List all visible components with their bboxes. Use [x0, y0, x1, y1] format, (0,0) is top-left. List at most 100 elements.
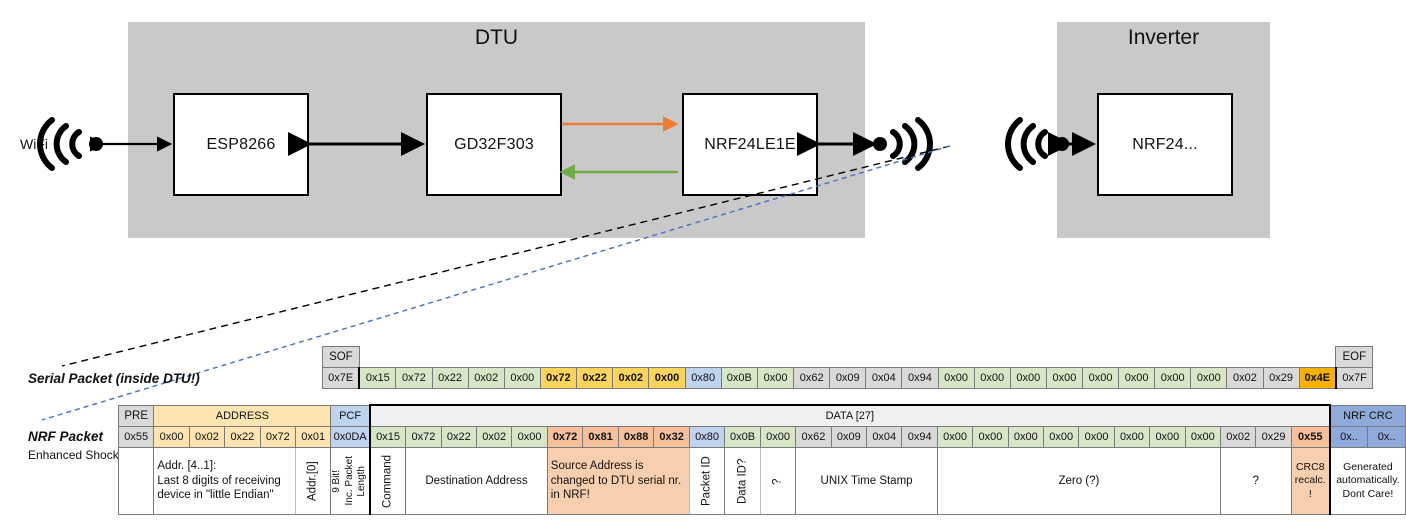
serial-sof-header: SOF [322, 346, 360, 368]
serial-byte-12: 0x62 [793, 367, 831, 389]
nrf-crc-header: NRF CRC [1329, 404, 1406, 427]
anno-unknown-1: ? [760, 447, 796, 515]
serial-header-gap [359, 346, 1336, 368]
serial-byte-3: 0x02 [467, 367, 505, 389]
anno-address-line3: device in "little Endian" [157, 489, 274, 502]
anno-pcf-line1: 9 Bit! [331, 469, 343, 493]
anno-unix-time-stamp: UNIX Time Stamp [795, 447, 938, 515]
wifi-label: WiFi [20, 136, 48, 152]
anno-source-address: Source Address is changed to DTU serial … [546, 447, 690, 515]
serial-byte-1: 0x72 [395, 367, 433, 389]
serial-byte-13: 0x09 [829, 367, 867, 389]
nrf-byte-1: 0x72 [405, 426, 442, 448]
serial-byte-10: 0x0B [720, 367, 758, 389]
anno-unknown-2: ? [1219, 447, 1292, 515]
nrf-byte-8: 0x32 [653, 426, 690, 448]
nrf-byte-2: 0x22 [440, 426, 478, 448]
serial-byte-23: 0x00 [1190, 367, 1228, 389]
anno-pcf-line2: Inc. Packet [343, 456, 355, 506]
serial-byte-25: 0x29 [1262, 367, 1300, 389]
nrf-data-header: DATA [27] [368, 404, 1331, 427]
block-diagram: DTU Inverter WiFi ESP8266 GD32F303 NRF24… [20, 22, 1270, 238]
chip-nrf24-label: NRF24... [1132, 135, 1198, 153]
serial-byte-19: 0x00 [1045, 367, 1083, 389]
serial-byte-5: 0x72 [539, 367, 578, 389]
nrf-byte-10: 0x0B [724, 426, 761, 448]
anno-crc8-line3: ! [1308, 487, 1312, 500]
serial-byte-11: 0x00 [756, 367, 795, 389]
serial-eof-value: 0x7F [1335, 367, 1374, 389]
serial-byte-14: 0x04 [865, 367, 903, 389]
serial-sof-value: 0x7E [322, 367, 360, 389]
chip-gd32f303: GD32F303 [426, 93, 562, 196]
nrf-byte-9: 0x80 [688, 426, 726, 448]
nrf-byte-18: 0x00 [1007, 426, 1045, 448]
serial-eof-header: EOF [1335, 346, 1374, 368]
nrf-byte-17: 0x00 [972, 426, 1009, 448]
anno-data-id: Data ID? [724, 447, 761, 515]
nrf-byte-20: 0x00 [1078, 426, 1115, 448]
nrf-address-byte-0: 0x00 [153, 426, 190, 448]
anno-pcf-line3: Length [356, 465, 368, 497]
nrf-byte-7: 0x88 [617, 426, 655, 448]
nrf-byte-21: 0x00 [1113, 426, 1151, 448]
nrf-byte-23: 0x00 [1184, 426, 1221, 448]
nrf-byte-15: 0x94 [901, 426, 938, 448]
chip-esp8266-label: ESP8266 [206, 135, 276, 153]
serial-byte-7: 0x02 [612, 367, 650, 389]
nrf-crc-byte-1: 0x.. [1367, 426, 1406, 448]
nrf-crc-byte-0: 0x.. [1329, 426, 1369, 448]
serial-byte-2: 0x22 [431, 367, 469, 389]
anno-address-line2: Last 8 digits of receiving [157, 474, 281, 487]
nrf-byte-3: 0x02 [476, 426, 513, 448]
nrf-pre-header: PRE [117, 404, 155, 427]
nrf-byte-22: 0x00 [1149, 426, 1186, 448]
anno-addr0: Addr.[0] [295, 447, 331, 515]
anno-nrf-crc-line2: automatically. [1336, 474, 1400, 487]
nrf-byte-19: 0x00 [1042, 426, 1080, 448]
nrf-packet-label: NRF Packet [28, 429, 104, 444]
nrf-byte-26: 0x55 [1290, 426, 1331, 448]
anno-command: Command [369, 447, 406, 515]
inverter-title: Inverter [1127, 26, 1200, 49]
anno-packet-id: Packet ID [689, 447, 725, 515]
enhanced-shockburst-label: Enhanced Shockburst [28, 448, 146, 462]
nrf-byte-4: 0x00 [511, 426, 548, 448]
serial-byte-15: 0x94 [901, 367, 939, 389]
anno-zero: Zero (?) [936, 447, 1221, 515]
nrf-byte-16: 0x00 [936, 426, 974, 448]
chip-gd32f303-label: GD32F303 [454, 135, 534, 153]
chip-nrf24le1e: NRF24LE1E [682, 93, 818, 196]
serial-byte-22: 0x00 [1154, 367, 1192, 389]
serial-byte-0: 0x15 [358, 367, 397, 389]
serial-header-pad [1372, 346, 1406, 368]
nrf-address-byte-2: 0x22 [224, 426, 261, 448]
serial-value-pad [1372, 367, 1406, 389]
serial-byte-20: 0x00 [1081, 367, 1120, 389]
serial-byte-17: 0x00 [973, 367, 1011, 389]
anno-destination-address: Destination Address [405, 447, 548, 515]
serial-byte-24: 0x02 [1226, 367, 1264, 389]
serial-byte-18: 0x00 [1009, 367, 1047, 389]
nrf-byte-0: 0x15 [368, 426, 407, 448]
serial-header-row: SOF EOF [322, 346, 1406, 368]
serial-byte-6: 0x22 [576, 367, 614, 389]
nrf-address-byte-3: 0x72 [259, 426, 296, 448]
serial-byte-21: 0x00 [1118, 367, 1156, 389]
anno-crc8-line1: CRC8 [1295, 461, 1325, 474]
serial-byte-26: 0x4E [1298, 367, 1337, 389]
anno-nrf-crc-line1: Generated [1343, 461, 1393, 474]
nrf-pre-value: 0x55 [117, 426, 155, 448]
anno-nrf-crc-line3: Dont Care! [1342, 487, 1394, 500]
nrf-pcf-value: 0x0DA [330, 426, 371, 448]
nrf-address-byte-4: 0x01 [294, 426, 332, 448]
